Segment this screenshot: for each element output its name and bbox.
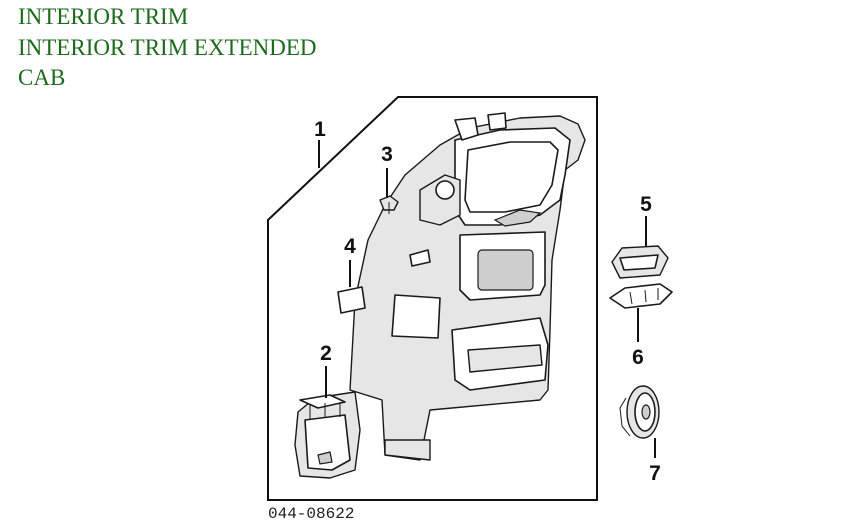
callout-6: 6 xyxy=(632,346,644,369)
speaker-grille-area xyxy=(477,249,534,291)
trim-panel-part xyxy=(349,112,586,461)
callout-5: 5 xyxy=(640,193,652,216)
title-line-1: INTERIOR TRIM xyxy=(18,4,189,29)
bracket-part xyxy=(609,283,673,309)
callout-7: 7 xyxy=(649,462,661,485)
callout-4: 4 xyxy=(344,235,356,258)
callout-3: 3 xyxy=(381,143,393,166)
cover-pad-part xyxy=(337,286,366,314)
reference-code: 044-08622 xyxy=(268,505,354,523)
callout-1: 1 xyxy=(314,118,326,141)
speaker-part xyxy=(619,385,660,439)
callout-2: 2 xyxy=(320,342,332,365)
handle-box-part xyxy=(611,245,669,279)
title-line-3: CAB xyxy=(18,65,66,90)
page-title-block: INTERIOR TRIM INTERIOR TRIM EXTENDED CAB xyxy=(18,2,317,94)
lower-trim-bracket-part xyxy=(294,391,361,479)
clip-part xyxy=(379,195,399,214)
assembly-frame xyxy=(267,96,598,501)
title-line-2: INTERIOR TRIM EXTENDED xyxy=(18,34,317,60)
